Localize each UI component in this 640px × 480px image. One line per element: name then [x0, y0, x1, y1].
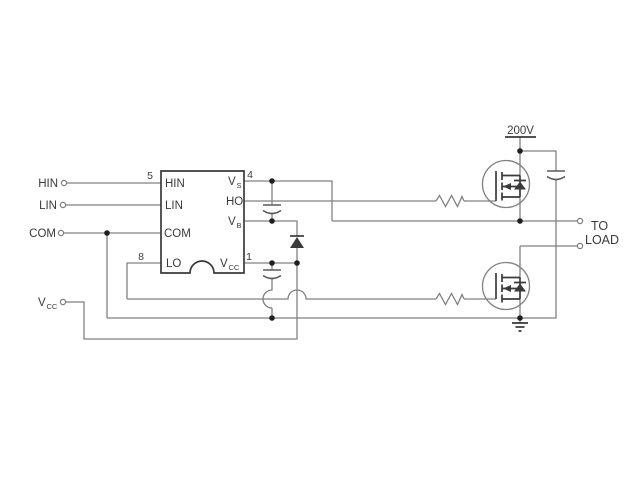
bootstrap-capacitor — [262, 204, 282, 215]
ic-pin-label-vs: V — [228, 176, 236, 188]
terminal-hin: HIN — [38, 178, 68, 190]
mosfet-arrow — [503, 285, 511, 292]
junction-dot — [517, 148, 523, 154]
terminal-label-hin: HIN — [38, 178, 58, 190]
terminal-circle — [59, 201, 67, 209]
vcc-bypass-capacitor — [262, 269, 282, 280]
terminal-circle-to — [576, 217, 584, 225]
resistor-zigzag — [435, 194, 465, 208]
junction-dot — [104, 230, 110, 236]
terminal-com: COM — [29, 228, 65, 240]
wire-lo-gate — [126, 262, 496, 300]
mosfet-body-diode — [514, 181, 526, 190]
junction-dot — [269, 315, 275, 321]
junction-dot — [269, 218, 275, 224]
ic-pin-number-1: 1 — [246, 251, 252, 263]
diode-triangle — [290, 237, 304, 248]
capacitor-plate-curved — [262, 209, 282, 215]
ground-bars — [512, 322, 528, 332]
junction-dot — [294, 260, 300, 266]
output-label-to: TO — [591, 219, 608, 233]
wire-vcc-terminal — [66, 263, 298, 340]
junction-dot — [517, 218, 523, 224]
ic-pin-label-vcc-sub: CC — [229, 263, 240, 272]
supply-rail-200v: 200V — [505, 125, 536, 138]
terminal-label-vcc: V — [38, 297, 46, 309]
ic-pin-label-vcc: V — [220, 258, 228, 270]
mosfet-arrow — [503, 183, 511, 190]
ic-pin-label-lin: LIN — [165, 200, 183, 212]
ic-outline-with-notch — [160, 170, 245, 274]
ground-symbol — [512, 322, 528, 332]
terminal-circle-load — [576, 242, 584, 250]
output-label-load: LOAD — [585, 233, 619, 247]
wire-vb — [244, 220, 298, 263]
ic-pin-label-com: COM — [164, 228, 191, 240]
mosfet-body-diode — [514, 283, 526, 292]
terminal-label-vcc-sub: CC — [47, 302, 58, 311]
terminal-circle — [59, 298, 67, 306]
ic-pin-number-4: 4 — [247, 169, 253, 181]
supply-voltage-label: 200V — [507, 125, 534, 137]
capacitor-plate-curved — [262, 274, 282, 280]
ic-pin-label-vb: V — [228, 216, 236, 228]
mosfet-body-circle — [481, 261, 531, 311]
terminal-lin: LIN — [39, 200, 67, 212]
ic-pin-label-lo: LO — [166, 258, 181, 270]
ic-pin-number-5: 5 — [147, 170, 153, 182]
bootstrap-diode — [290, 235, 304, 248]
resistor-zigzag — [435, 292, 465, 306]
junction-dot — [517, 315, 523, 321]
terminal-vcc: V CC — [38, 297, 67, 311]
terminal-label-com: COM — [29, 228, 56, 240]
ic-pin-label-hin: HIN — [165, 178, 185, 190]
wire-ls-drain-load — [519, 245, 577, 278]
ic-pin-label-ho: HO — [226, 196, 243, 208]
terminal-label-lin: LIN — [39, 200, 57, 212]
capacitor-plate-curved — [546, 175, 566, 181]
wire-vcc-cap — [262, 263, 273, 318]
junction-dot — [269, 178, 275, 184]
junction-dot — [269, 260, 275, 266]
bus-capacitor — [546, 170, 566, 181]
ic-pin-number-8: 8 — [138, 251, 144, 263]
junction-dots — [104, 148, 523, 321]
high-side-mosfet — [481, 159, 531, 209]
terminal-circle — [60, 179, 68, 187]
ic-pin-label-vb-sub: B — [237, 221, 242, 230]
wire-com-ground-rail — [106, 233, 520, 319]
ic-pin-label-vs-sub: S — [237, 181, 242, 190]
gate-driver-ic: HIN LIN COM LO V S HO V B V CC 5 8 4 1 — [138, 169, 253, 274]
gate-resistor-high — [435, 194, 465, 208]
terminal-circle — [57, 229, 65, 237]
gate-resistor-low — [435, 292, 465, 306]
mosfet-body-circle — [481, 159, 531, 209]
low-side-mosfet — [481, 261, 531, 311]
output-terminals: TO LOAD — [576, 217, 619, 250]
